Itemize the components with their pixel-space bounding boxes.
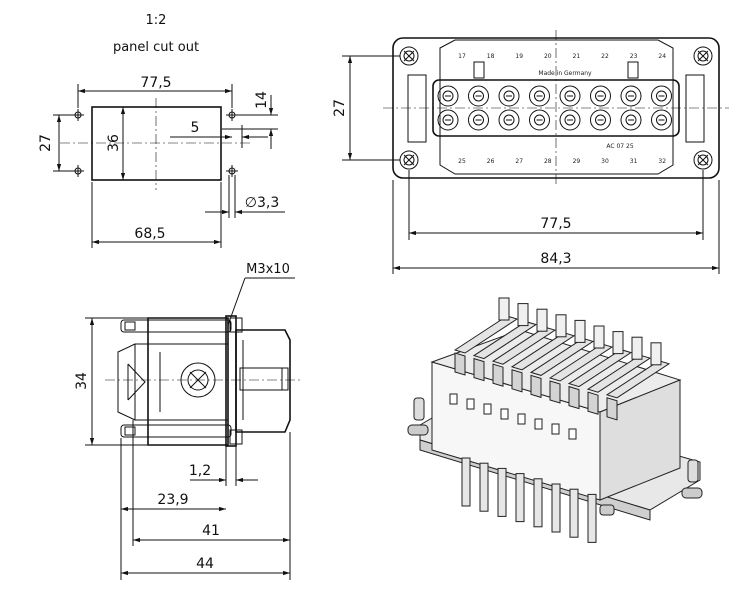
mounting-screw — [399, 150, 419, 170]
contact-socket — [468, 85, 489, 107]
side-overall-depth-dim: 44 — [196, 556, 214, 572]
contact-socket — [590, 109, 611, 131]
panel-cutout-view: 77,5 27 36 14 5 ∅3,3 68,5 — [38, 75, 285, 248]
pin-number: 31 — [630, 158, 638, 165]
screw-spec-label: M3x10 — [246, 262, 290, 277]
pin-number: 23 — [630, 53, 638, 60]
pin-numbers-top: 17 18 19 20 21 22 23 24 — [458, 53, 666, 60]
contact-socket — [529, 85, 550, 107]
cutout-hole-diameter-dim: ∅3,3 — [245, 195, 279, 211]
marking-rating: AC 07 25 — [606, 143, 633, 150]
contact-socket — [559, 109, 581, 131]
cutout-hole — [226, 165, 238, 177]
pin-number: 24 — [658, 53, 666, 60]
front-overall-width-dim: 84,3 — [540, 251, 571, 267]
pin-number: 20 — [544, 53, 552, 60]
mounting-screw — [693, 46, 713, 66]
panel-cutout-label: panel cut out — [113, 40, 199, 55]
front-hole-spacing-dim: 77,5 — [540, 216, 571, 232]
cutout-outer-width-dim: 77,5 — [140, 75, 171, 91]
side-flange-thickness-dim: 1,2 — [189, 463, 211, 479]
contact-socket — [620, 85, 642, 107]
connector-side-view: M3x10 34 1,2 23,9 41 44 — [74, 262, 300, 580]
cutout-hole-spacing-dim: 27 — [38, 134, 54, 152]
cutout-rectangle — [91, 106, 222, 181]
cutout-hole — [72, 109, 84, 121]
contact-socket — [437, 109, 459, 131]
contact-socket — [559, 85, 581, 107]
side-depth-to-flange-dim: 23,9 — [157, 492, 188, 508]
mounting-screw — [693, 150, 713, 170]
marking-made-in-germany: Made in Germany — [538, 70, 592, 77]
mounting-screw — [399, 46, 419, 66]
pin-number: 17 — [458, 53, 466, 60]
cutout-14-dim: 14 — [254, 91, 270, 109]
side-height-dim: 34 — [74, 372, 90, 390]
contact-socket — [498, 85, 520, 107]
contact-socket — [437, 85, 459, 107]
pin-number: 18 — [487, 53, 495, 60]
cutout-height-dim: 36 — [106, 134, 122, 152]
pin-number: 22 — [601, 53, 609, 60]
connector-front-view: 17 18 19 20 21 22 23 24 25 26 27 28 29 30 31 32 Made i… — [332, 30, 729, 274]
pin-number: 29 — [573, 158, 581, 165]
contact-socket — [529, 109, 550, 131]
pin-numbers-bottom: 25 26 27 28 29 30 31 32 — [458, 158, 666, 165]
pin-number: 27 — [515, 158, 523, 165]
contact-socket — [468, 109, 489, 131]
pin-number: 26 — [487, 158, 495, 165]
pin-number: 19 — [515, 53, 523, 60]
pin-number: 28 — [544, 158, 552, 165]
pin-number: 30 — [601, 158, 609, 165]
contact-socket — [620, 109, 642, 131]
front-height-dim: 27 — [332, 99, 348, 117]
pin-number: 25 — [458, 158, 466, 165]
contact-socket — [651, 109, 672, 131]
pin-number: 21 — [573, 53, 581, 60]
scale-label: 1:2 — [146, 13, 167, 28]
side-41-dim: 41 — [202, 523, 220, 539]
cutout-inner-width-dim: 68,5 — [134, 226, 165, 242]
contact-socket — [590, 85, 611, 107]
cutout-5-dim: 5 — [191, 120, 200, 136]
contact-grid — [437, 85, 672, 131]
contact-socket — [651, 85, 672, 107]
contact-socket — [498, 109, 520, 131]
connector-isometric-view — [407, 297, 703, 543]
pin-number: 32 — [658, 158, 666, 165]
